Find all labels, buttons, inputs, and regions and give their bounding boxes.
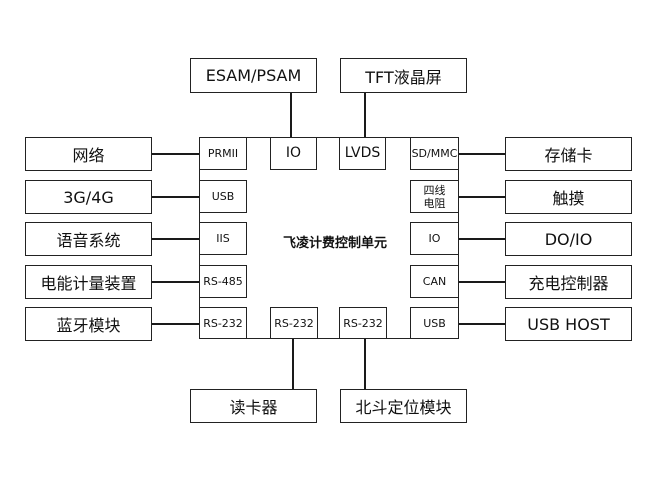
port-io-top: IO (270, 137, 317, 170)
connector-voice (152, 238, 199, 240)
port-prmii: PRMII (199, 137, 247, 170)
connector-card-reader (292, 339, 294, 389)
do-io-box: DO/IO (505, 222, 632, 256)
connector-network (152, 153, 199, 155)
port-sd-mmc: SD/MMC (410, 137, 459, 170)
connector-esam (290, 93, 292, 137)
tft-lcd-box: TFT液晶屏 (340, 58, 467, 93)
port-four-wire-line1: 四线 (423, 183, 446, 197)
connector-mobile (152, 196, 199, 198)
port-iis: IIS (199, 222, 247, 255)
network-box: 网络 (25, 137, 152, 171)
port-can: CAN (410, 265, 459, 298)
mobile-3g4g-box: 3G/4G (25, 180, 152, 214)
beidou-module-box: 北斗定位模块 (340, 389, 467, 423)
controller-unit-title: 飞凌计费控制单元 (282, 236, 387, 251)
voice-system-box: 语音系统 (25, 222, 152, 256)
port-four-wire-line2: 电阻 (423, 196, 446, 210)
usb-host-box: USB HOST (505, 307, 632, 341)
port-usb-left: USB (199, 180, 247, 213)
storage-card-box: 存储卡 (505, 137, 632, 171)
port-lvds: LVDS (339, 137, 386, 170)
port-rs485: RS-485 (199, 265, 247, 298)
port-four-wire-resistive: 四线 电阻 (410, 180, 459, 213)
bluetooth-module-box: 蓝牙模块 (25, 307, 152, 341)
connector-bluetooth (152, 323, 199, 325)
port-rs232-bottom-1: RS-232 (270, 307, 318, 339)
esam-psam-box: ESAM/PSAM (190, 58, 317, 93)
connector-dio (459, 238, 505, 240)
connector-meter (152, 281, 199, 283)
connector-usbhost (459, 323, 505, 325)
connector-tft (364, 93, 366, 137)
port-rs232-left: RS-232 (199, 307, 247, 339)
port-rs232-bottom-2: RS-232 (339, 307, 387, 339)
connector-storage (459, 153, 505, 155)
connector-touch (459, 196, 505, 198)
connector-beidou (364, 339, 366, 389)
port-io-right: IO (410, 222, 459, 255)
connector-charger (459, 281, 505, 283)
card-reader-box: 读卡器 (190, 389, 317, 423)
charge-controller-box: 充电控制器 (505, 265, 632, 299)
port-usb-right: USB (410, 307, 459, 339)
touch-box: 触摸 (505, 180, 632, 214)
energy-meter-box: 电能计量装置 (25, 265, 152, 299)
